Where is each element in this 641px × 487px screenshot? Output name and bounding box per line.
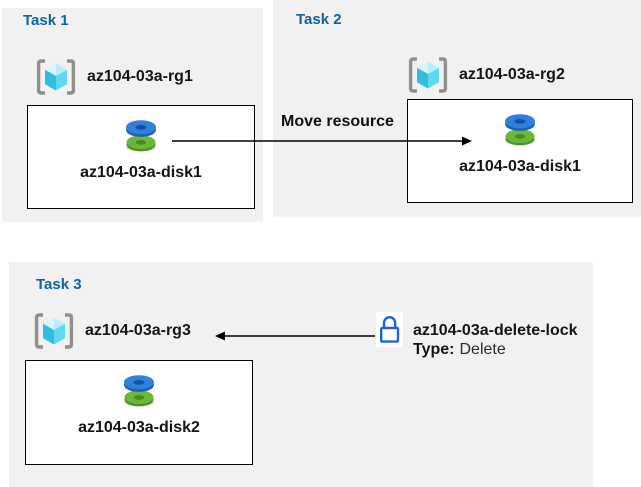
task2-resource-group-label: az104-03a-rg2 — [459, 66, 565, 83]
task2-resource-box: az104-03a-disk1 — [407, 99, 633, 203]
task2-resource-group: az104-03a-rg2 — [406, 56, 565, 94]
managed-disk-icon — [123, 375, 155, 407]
lock-type-line: Type:Delete — [413, 340, 578, 359]
lock-name: az104-03a-delete-lock — [413, 322, 578, 339]
task3-disk-label: az104-03a-disk2 — [78, 419, 200, 436]
resource-group-icon — [408, 57, 448, 93]
resource-group-icon — [34, 313, 74, 349]
lock-text: az104-03a-delete-lock Type:Delete — [413, 321, 578, 359]
lock-type-value: Delete — [459, 341, 506, 358]
lock-icon — [376, 312, 403, 347]
task2-title: Task 2 — [296, 11, 342, 28]
task3-resource-box: az104-03a-disk2 — [25, 360, 253, 465]
task1-resource-box: az104-03a-disk1 — [27, 105, 255, 209]
task3-resource-group-label: az104-03a-rg3 — [85, 322, 191, 339]
lock-type-label: Type: — [413, 341, 455, 358]
resource-group-icon — [36, 59, 76, 95]
task3-title: Task 3 — [36, 276, 82, 293]
managed-disk-icon — [125, 120, 157, 152]
delete-lock-arrow — [215, 331, 375, 341]
task2-disk-label: az104-03a-disk1 — [459, 158, 581, 175]
move-resource-label: Move resource — [281, 113, 394, 130]
task1-disk-label: az104-03a-disk1 — [80, 164, 202, 181]
task1-title: Task 1 — [23, 12, 69, 29]
managed-disk-icon — [504, 114, 536, 146]
task3-resource-group: az104-03a-rg3 — [32, 312, 191, 350]
delete-lock-annotation: az104-03a-delete-lock Type:Delete — [376, 312, 578, 359]
task1-resource-group: az104-03a-rg1 — [34, 58, 193, 96]
move-resource-arrow — [172, 136, 472, 146]
task1-resource-group-label: az104-03a-rg1 — [87, 68, 193, 85]
